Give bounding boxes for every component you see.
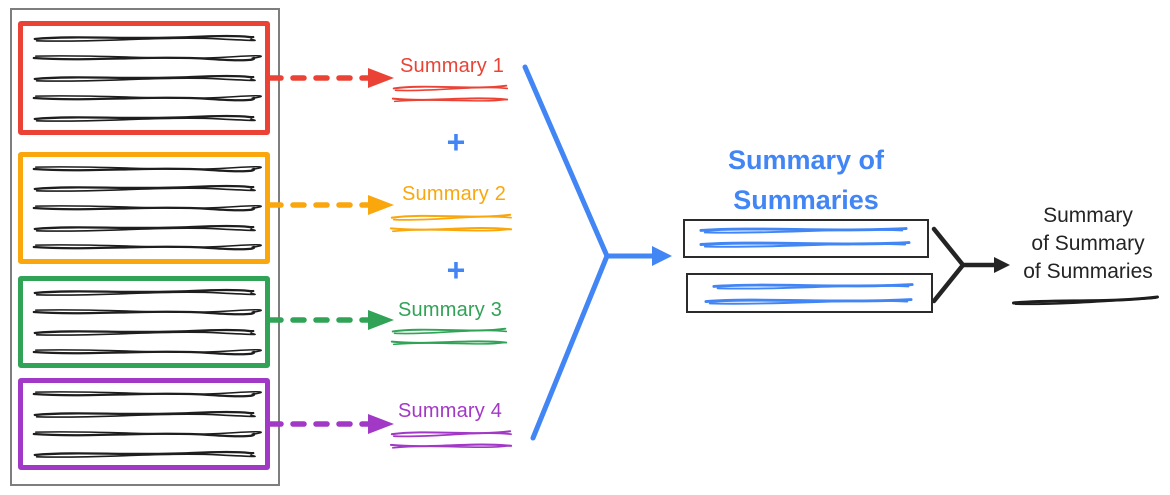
document-4-text-scribbles — [32, 390, 263, 459]
document-2-text-scribbles — [32, 165, 263, 251]
summary-of-summaries-box-2-scribbles — [704, 283, 914, 306]
summary-4-label: Summary 4 — [398, 400, 503, 422]
summary-2-label: Summary 2 — [402, 183, 507, 205]
dashed-arrow-document-1 — [267, 68, 394, 88]
merge-arrow-blue — [522, 64, 672, 441]
summary-of-summaries-box-2 — [686, 273, 933, 313]
final-summary-scribble — [1011, 295, 1160, 306]
plus-operator-1: + — [446, 124, 466, 160]
summary-of-summaries-box-1 — [683, 219, 929, 258]
source-documents-panel — [10, 8, 280, 486]
summary-3-label: Summary 3 — [398, 299, 503, 321]
document-1-text-scribbles — [32, 34, 263, 123]
plus-operator-2: + — [446, 252, 466, 288]
summary-4-scribble — [389, 430, 513, 449]
summary-1-scribble — [391, 84, 509, 103]
summary-2-scribble — [389, 213, 513, 233]
summary-of-summaries-box-1-scribbles — [699, 227, 911, 249]
dashed-arrow-document-2 — [267, 195, 394, 215]
final-summary-label-line3: of Summaries — [1023, 260, 1153, 283]
final-summary-label-line1: Summary — [1043, 204, 1133, 227]
dashed-arrow-document-4 — [267, 414, 394, 434]
final-summary-label-line2: of Summary — [1031, 232, 1145, 255]
summary-1-label: Summary 1 — [400, 55, 505, 77]
document-1-box — [18, 21, 270, 135]
summary-of-summaries-title-line2: Summaries — [733, 185, 879, 215]
document-3-box — [18, 276, 270, 368]
document-3-text-scribbles — [32, 288, 263, 356]
merge-arrow-black — [931, 226, 1010, 304]
document-2-box — [18, 152, 270, 264]
summary-of-summaries-title: Summary of Summaries — [696, 140, 916, 220]
summary-of-summaries-title-line1: Summary of — [727, 145, 885, 175]
document-4-box — [18, 378, 270, 470]
final-summary-label: Summary of Summary of Summaries — [1007, 202, 1169, 286]
summary-3-scribble — [390, 327, 508, 346]
dashed-arrow-document-3 — [267, 310, 394, 330]
